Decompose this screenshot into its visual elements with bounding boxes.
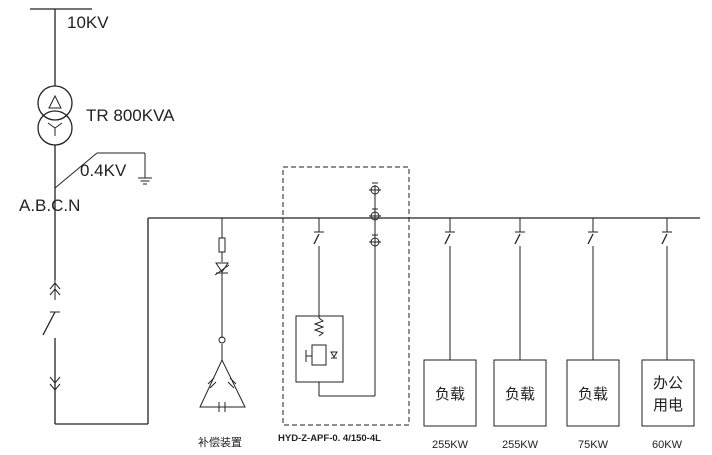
- compensation-branch: 补偿装置: [198, 218, 246, 449]
- load-box: [641, 359, 695, 427]
- load-power: 255KW: [432, 439, 469, 451]
- hv-voltage-label: 10KV: [67, 13, 109, 32]
- transformer-symbol: TR 800KVA: [37, 85, 175, 146]
- hv-supply: 10KV: [30, 8, 109, 86]
- load-name: 负载: [435, 386, 465, 403]
- load-name-line2: 用电: [653, 397, 683, 414]
- load-box: [493, 359, 547, 427]
- load-box: [423, 359, 477, 427]
- compensation-label: 补偿装置: [198, 435, 242, 449]
- apf-enclosure: [282, 166, 410, 426]
- load-box: [566, 359, 620, 427]
- load-name-line1: 办公: [653, 375, 683, 392]
- load-name: 负载: [578, 386, 608, 403]
- fuse-icon: [218, 237, 226, 253]
- load-feeder-1: 负载 255KW: [423, 218, 477, 451]
- apf-model-label: HYD-Z-APF-0. 4/150-4L: [278, 433, 381, 444]
- transformer-rating-label: TR 800KVA: [86, 106, 175, 125]
- phase-label: A.B.C.N: [19, 196, 80, 215]
- neutral-ground: 0.4KV: [54, 152, 152, 189]
- apf-unit: HYD-Z-APF-0. 4/150-4L: [278, 166, 410, 444]
- load-feeder-2: 负载 255KW: [493, 218, 547, 451]
- lv-voltage-label: 0.4KV: [80, 161, 127, 180]
- load-name: 负载: [505, 386, 535, 403]
- load-feeder-4: 办公 用电 60KW: [641, 218, 695, 451]
- load-power: 60KW: [652, 439, 683, 451]
- main-breaker-symbol: [42, 280, 61, 410]
- load-power: 255KW: [502, 439, 539, 451]
- load-power: 75KW: [578, 439, 609, 451]
- load-feeder-3: 负载 75KW: [566, 218, 620, 451]
